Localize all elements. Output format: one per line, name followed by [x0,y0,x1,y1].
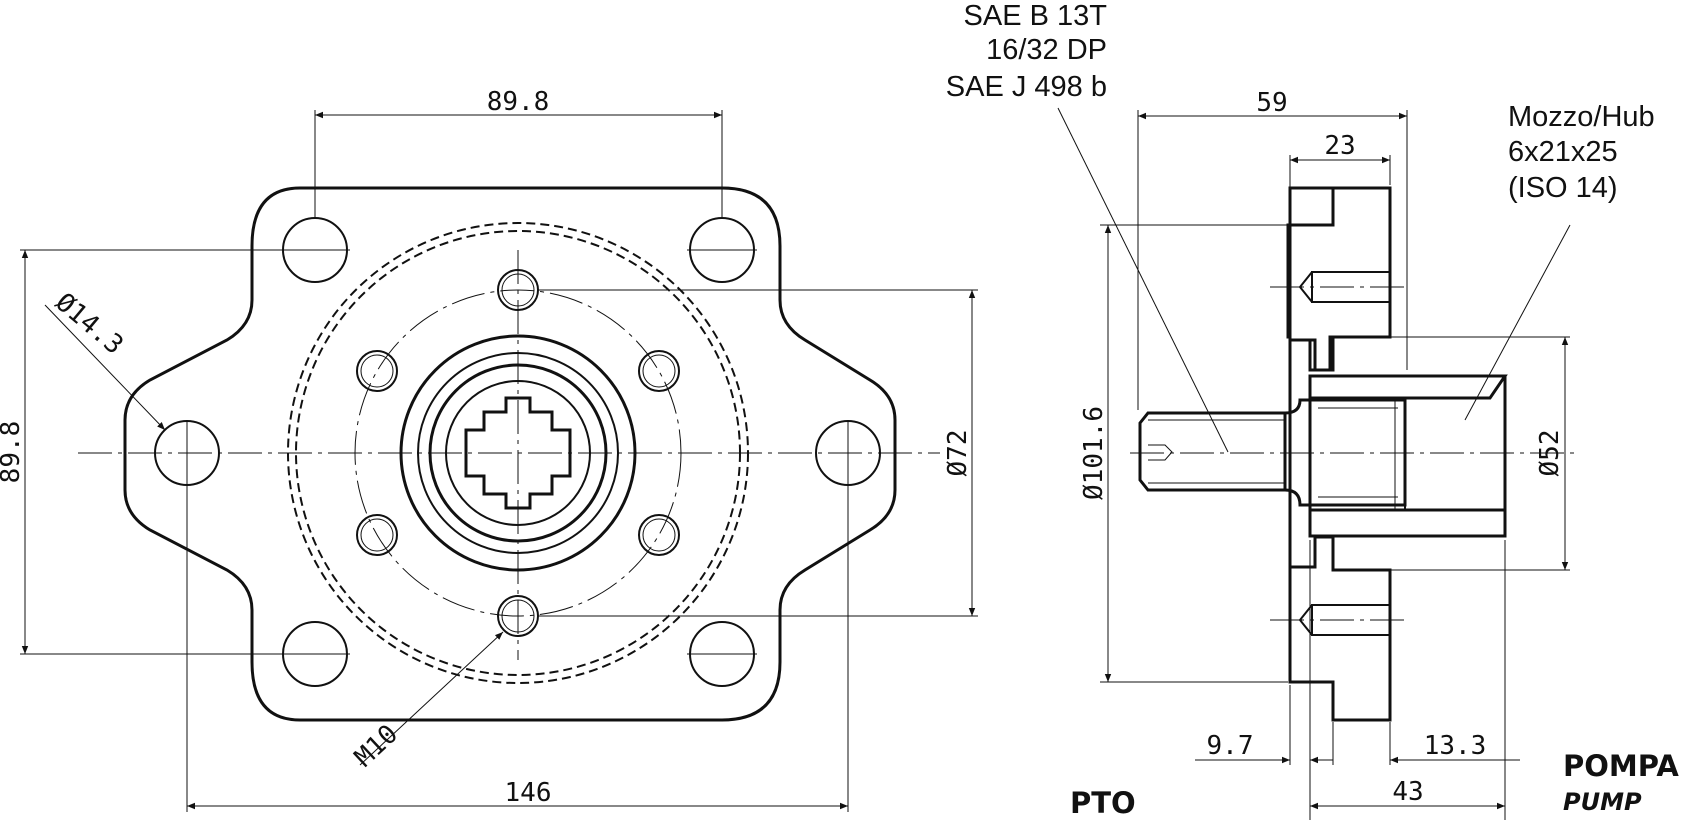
dim-right-offset: 13.3 [1424,731,1487,761]
dim-left-height: 89.8 [0,421,26,484]
dim-left-offset: 9.7 [1207,731,1254,761]
dim-overall-length: 59 [1256,88,1287,118]
hub-note-line-1: Mozzo/Hub [1508,101,1655,133]
dim-hub-length: 43 [1392,777,1423,807]
front-view: 89.8 89.8 146 Ø14.3 Ø72 M10 [0,87,978,812]
dim-bolt-circle: Ø72 [943,430,973,477]
spline-note-line-1: SAE B 13T [964,0,1108,32]
dim-top-width: 89.8 [487,87,550,117]
hub-section-top [1308,374,1508,400]
dim-hole-diameter: Ø14.3 [50,287,129,360]
spline-profile [464,396,572,510]
flange-outline [123,186,897,722]
pto-shaft [1138,411,1287,492]
label-pto: PTO [1070,786,1136,820]
dim-hub-diameter: Ø52 [1535,430,1565,477]
hub-section-bottom [1308,508,1507,538]
dim-bottom-width: 146 [505,778,552,808]
spline-note-line-2: 16/32 DP [986,34,1107,66]
dim-flange-width: 23 [1324,131,1355,161]
flange-section-top-outer [1288,186,1392,372]
thread-callout: M10 [349,719,404,773]
flange-section-bottom [1288,535,1392,722]
hub-note-line-3: (ISO 14) [1508,172,1618,204]
spline-note-line-3: SAE J 498 b [946,71,1107,103]
label-pump: POMPA [1563,749,1679,783]
hub-note-line-2: 6x21x25 [1508,136,1618,168]
dim-flange-diameter: Ø101.6 [1079,406,1109,500]
flange-section-top [1286,186,1392,372]
label-pump-en: PUMP [1563,788,1642,816]
side-view: SAE B 13T 16/32 DP SAE J 498 b Mozzo/Hub… [946,0,1679,820]
